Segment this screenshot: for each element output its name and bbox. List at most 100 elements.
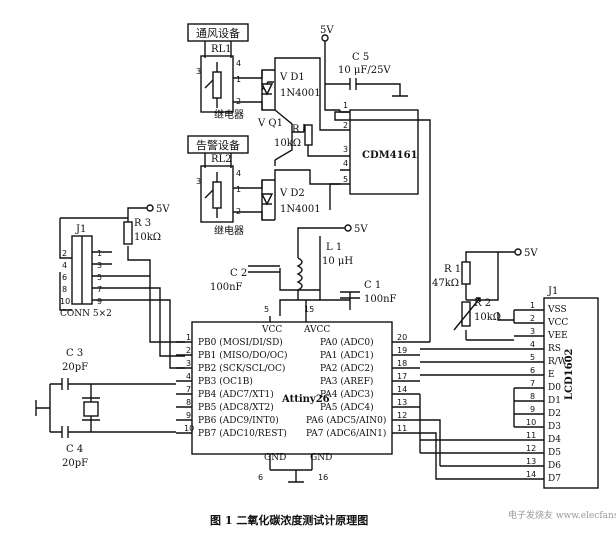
- cdm-pin1: 1: [343, 101, 348, 110]
- c2-value: 100nF: [210, 282, 243, 293]
- c2-label: C 2: [230, 268, 247, 279]
- j1-conn-label: CONN 5×2: [60, 309, 112, 319]
- lcd-pin: VSS: [547, 305, 567, 315]
- lcd-pin: E: [548, 370, 555, 380]
- pb-num: 9: [186, 411, 191, 420]
- lcd-num: 7: [530, 379, 535, 388]
- pb0: PB0 (MOSI/DI/SD): [198, 337, 283, 348]
- j1-pin-7: 7: [97, 285, 102, 294]
- alarm-device-label: 告警设备: [196, 138, 240, 152]
- lcd-pin: RS: [548, 344, 561, 354]
- lcd-pin: R/W: [548, 357, 568, 367]
- diode1-part: 1N4001: [280, 88, 321, 99]
- lcd-j1-label: J1: [547, 286, 558, 297]
- mcu-pb-numbers: 1 2 3 4 7 8 9 10: [184, 333, 194, 433]
- pa-num: 18: [397, 359, 407, 368]
- diode2-part: 1N4001: [280, 204, 321, 215]
- j1-pin-8: 8: [62, 285, 67, 294]
- cdm4161-module: [349, 109, 419, 195]
- transistor-label: V Q1: [257, 118, 283, 129]
- lcd-pin: VCC: [547, 318, 568, 328]
- vcc-j1-terminal: [146, 204, 154, 212]
- pa1: PA1 (ADC1): [320, 350, 374, 361]
- r1-value: 47kΩ: [432, 278, 459, 289]
- resistor-r4: [304, 124, 313, 146]
- lcd-num: 2: [530, 314, 535, 323]
- diode2-icon: [260, 193, 274, 206]
- mcu-attiny26: [191, 321, 393, 455]
- lcd-num: 6: [530, 366, 535, 375]
- j1-label: J1: [75, 224, 86, 235]
- lcd-num: 10: [526, 418, 536, 427]
- pa4: PA4 (ADC3): [320, 389, 374, 400]
- c3-value: 20pF: [62, 362, 88, 373]
- lcd-num: 9: [530, 405, 535, 414]
- vcc-top-label: 5V: [320, 25, 334, 36]
- j1-pin-2: 2: [62, 249, 67, 258]
- lcd-num: 3: [530, 327, 535, 336]
- relay2-text: 继电器: [214, 224, 244, 237]
- relay2-pin1: 1: [236, 185, 241, 194]
- mcu-pb-pins: PB0 (MOSI/DI/SD) PB1 (MISO/DO/OC) PB2 (S…: [198, 337, 288, 439]
- lcd-pin: D2: [548, 409, 561, 419]
- lcd-num: 14: [526, 470, 536, 479]
- r1-label: R 1: [444, 264, 461, 275]
- lcd-pin-labels: VSS VCC VEE RS R/W E D0 D1 D2 D3 D4 D5 D…: [547, 305, 568, 484]
- r2-label: R 2: [474, 298, 491, 309]
- pa-num: 14: [397, 385, 407, 394]
- mcu-avcc-pin: 15: [304, 305, 314, 314]
- lcd-pin: D5: [548, 448, 561, 458]
- pb3: PB3 (OC1B): [198, 376, 253, 387]
- pb-num: 2: [186, 346, 191, 355]
- pa-num: 17: [397, 372, 407, 381]
- vent-device-label: 通风设备: [196, 26, 240, 40]
- cdm-pin3: 3: [343, 145, 348, 154]
- pa-num: 19: [397, 346, 407, 355]
- watermark: 电子发烧友 www.elecfans.com: [508, 509, 616, 521]
- pa3: PA3 (AREF): [320, 376, 373, 387]
- diode1-icon: [260, 83, 274, 96]
- lcd-num: 8: [530, 392, 535, 401]
- pb-num: 10: [184, 424, 194, 433]
- vcc-mid-label: 5V: [354, 224, 368, 235]
- resistor-r1: [461, 261, 471, 285]
- r3-value: 10kΩ: [134, 232, 161, 243]
- pa-num: 13: [397, 398, 407, 407]
- pa0: PA0 (ADC0): [320, 337, 374, 348]
- pa-num: 12: [397, 411, 407, 420]
- lcd-num: 12: [526, 444, 536, 453]
- lcd-pin: D7: [548, 474, 561, 484]
- c4-value: 20pF: [62, 458, 88, 469]
- pb1: PB1 (MISO/DO/OC): [198, 350, 288, 361]
- mcu-gnd1-label: GND: [264, 453, 286, 463]
- r3-label: R 3: [134, 218, 151, 229]
- lcd-pin-numbers: 1 2 3 4 5 6 7 8 9 10 11 12 13 14: [526, 301, 536, 479]
- pb-num: 1: [186, 333, 191, 342]
- relay2-pin3: 3: [196, 177, 201, 186]
- l1-value: 10 μH: [322, 256, 353, 267]
- vcc-top-terminal: [321, 34, 329, 42]
- j1-pin-9: 9: [97, 297, 102, 306]
- cdm4161-label: CDM4161: [362, 150, 418, 161]
- c5-label: C 5: [352, 52, 369, 63]
- j1-pin-5: 5: [97, 273, 102, 282]
- vcc-right-label: 5V: [524, 248, 538, 259]
- diode2-label: V D2: [279, 188, 305, 199]
- resistor-r3: [123, 221, 133, 245]
- pa6: PA6 (ADC5/AIN0): [306, 415, 386, 426]
- vcc-right-terminal: [514, 248, 522, 256]
- lcd-num: 11: [526, 431, 536, 440]
- j1-pin-1: 1: [97, 249, 102, 258]
- pa5: PA5 (ADC4): [320, 402, 374, 413]
- mcu-pa-numbers: 20 19 18 17 14 13 12 11: [397, 333, 407, 433]
- mcu-vcc-pin: 5: [264, 305, 269, 314]
- relay2-pin4: 4: [236, 169, 241, 178]
- pb-num: 3: [186, 359, 191, 368]
- pb-num: 7: [186, 385, 191, 394]
- cdm-pin2: 2: [343, 121, 348, 130]
- r4-value: 10kΩ: [274, 138, 301, 149]
- r2-value: 10kΩ: [474, 312, 501, 323]
- pb6: PB6 (ADC9/INT0): [198, 415, 279, 426]
- lcd-pin: VEE: [547, 331, 568, 341]
- c1-label: C 1: [364, 280, 381, 291]
